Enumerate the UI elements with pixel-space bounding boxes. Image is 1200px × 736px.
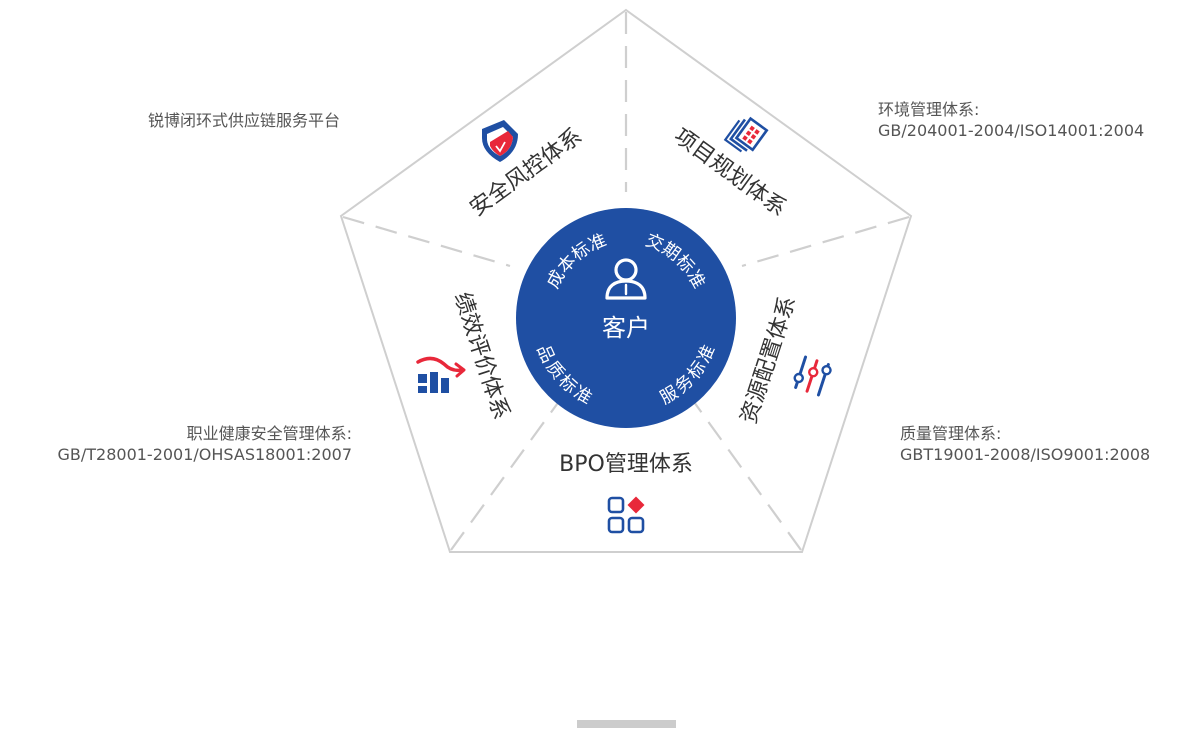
- center-title: 客户: [602, 314, 650, 342]
- quality-note: 质量管理体系: GBT19001-2008/ISO9001:2008: [900, 423, 1150, 465]
- environment-note-standard: GB/204001-2004/ISO14001:2004: [878, 121, 1145, 140]
- health-safety-note: 职业健康安全管理体系: GB/T28001-2001/OHSAS18001:20…: [0, 423, 352, 465]
- bar-chart-trend-icon: [416, 356, 466, 393]
- document-stack-icon: [723, 116, 769, 153]
- quality-note-standard: GBT19001-2008/ISO9001:2008: [900, 445, 1151, 464]
- platform-title: 锐博闭环式供应链服务平台: [148, 111, 341, 130]
- divider-lower-left: [450, 399, 561, 551]
- environment-note-title: 环境管理体系:: [878, 100, 980, 119]
- customer-user-icon: [605, 258, 647, 300]
- health-safety-note-standard: GB/T28001-2001/OHSAS18001:2007: [57, 445, 352, 464]
- divider-lower-right: [693, 401, 802, 551]
- segment-dividers: [342, 12, 910, 551]
- scroll-indicator[interactable]: [577, 720, 676, 728]
- divider-upper-left: [342, 215, 511, 268]
- environment-note: 环境管理体系: GB/204001-2004/ISO14001:2004: [878, 99, 1144, 141]
- center-circle: [516, 208, 736, 428]
- divider-upper-right: [741, 215, 910, 268]
- apps-grid-icon: [607, 496, 645, 534]
- segment-label-bpo: BPO管理体系: [559, 452, 693, 477]
- health-safety-note-title: 职业健康安全管理体系:: [186, 424, 352, 443]
- quality-note-title: 质量管理体系:: [900, 424, 1002, 443]
- shield-icon: [482, 120, 518, 162]
- sliders-icon: [793, 355, 832, 397]
